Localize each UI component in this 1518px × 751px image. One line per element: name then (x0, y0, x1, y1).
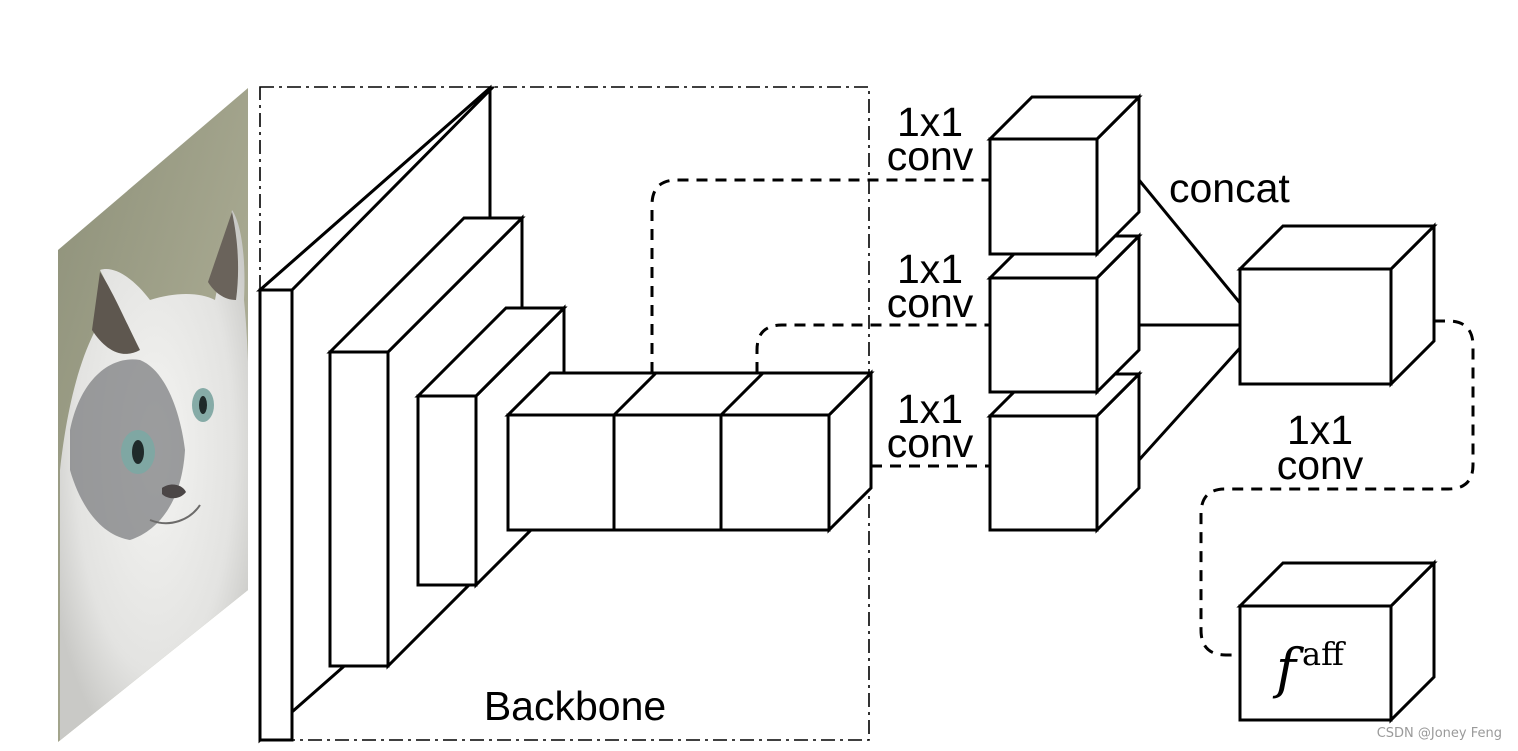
conv-label-4-bottom: conv (1277, 442, 1364, 488)
dashed-connectors (650, 178, 1475, 657)
output-superscript: aff (1302, 635, 1346, 673)
input-cat-image (58, 88, 248, 742)
conv-label-2-top: 1x1 (897, 246, 963, 292)
output-cube (1236, 559, 1438, 724)
conv-label-3-bottom: conv (887, 420, 974, 466)
conv-label-3-top: 1x1 (897, 386, 963, 432)
conv-cube-1 (986, 93, 1143, 258)
watermark: CSDN @Joney Feng (1377, 726, 1502, 741)
conv-cube-2 (986, 232, 1143, 396)
conv-label-2-bottom: conv (887, 280, 974, 326)
backbone-label: Backbone (484, 683, 666, 729)
conv-cube-3 (986, 370, 1143, 534)
conv-label-1-bottom: conv (887, 133, 974, 179)
conv-label-1-top: 1x1 (897, 99, 963, 145)
backbone-layer-4 (504, 369, 875, 534)
conv-label-4-top: 1x1 (1287, 407, 1353, 453)
concat-label: concat (1169, 165, 1290, 211)
concat-cube (1236, 222, 1438, 388)
concat-lines (1137, 179, 1242, 462)
